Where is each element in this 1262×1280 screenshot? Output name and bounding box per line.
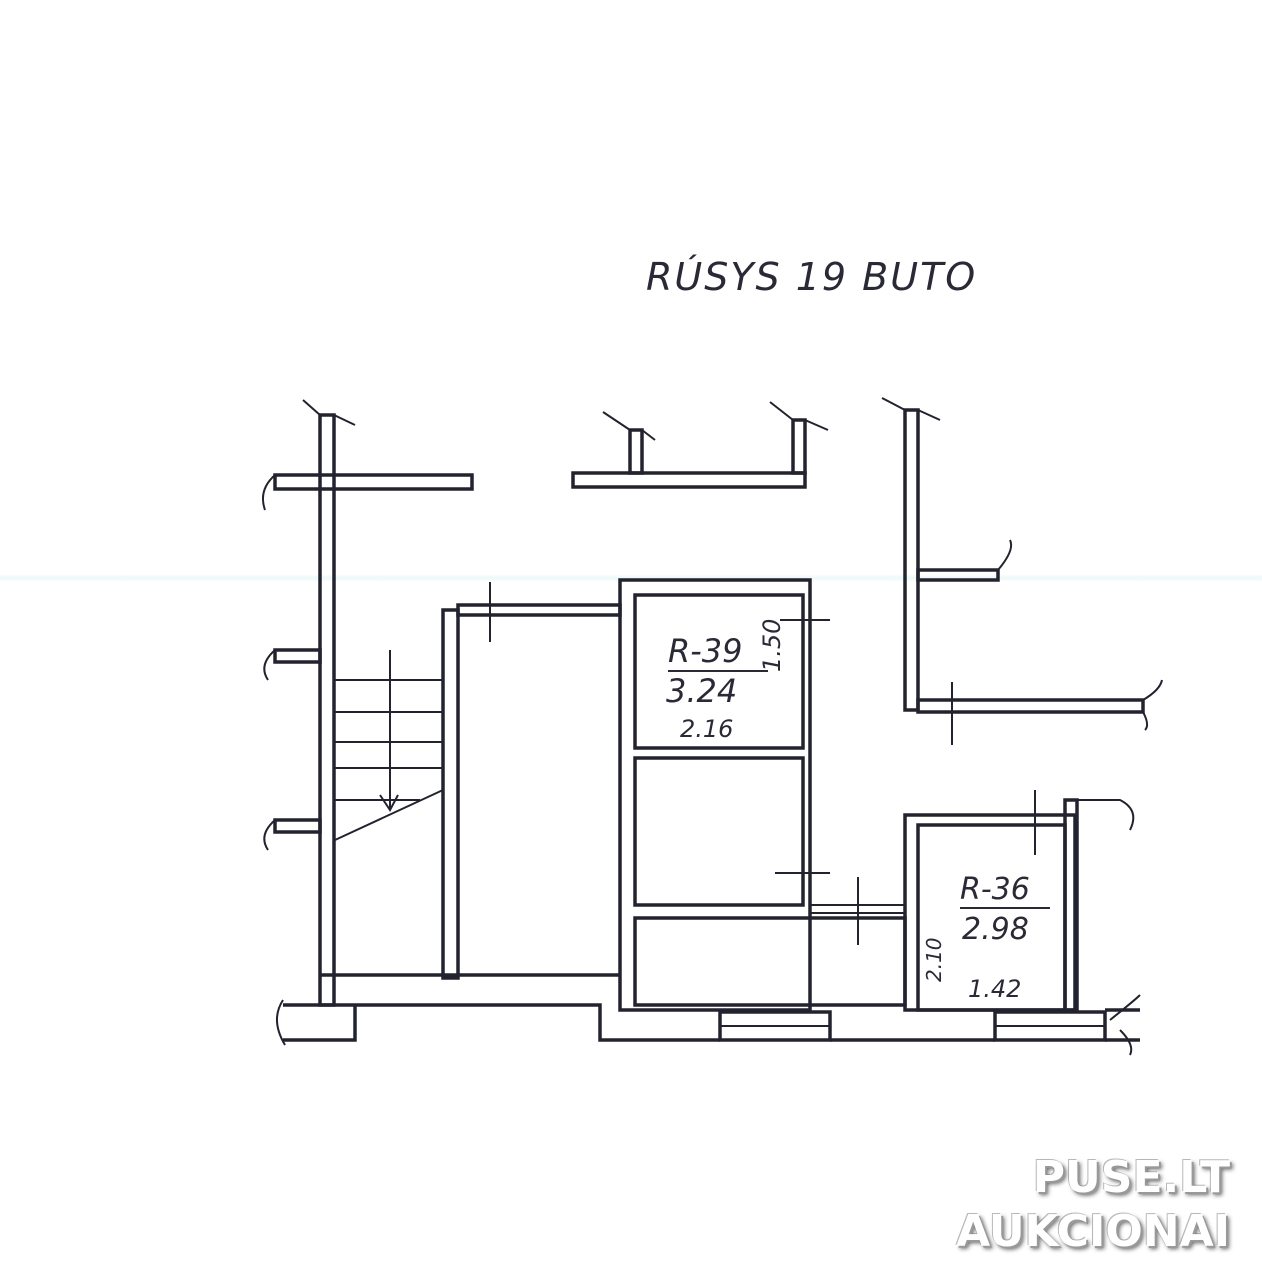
wall	[916, 698, 1145, 714]
watermark-line1: PUSE.LT	[1032, 1152, 1230, 1203]
room-area: 2.98	[962, 912, 1029, 947]
break-mark	[262, 474, 286, 1046]
room-id: R-36	[960, 872, 1050, 909]
room-area: 3.24	[666, 672, 738, 710]
break-mark	[1034, 790, 1141, 1056]
watermark-line2: AUKCIONAI	[956, 1206, 1230, 1257]
room-width: 2.16	[680, 715, 734, 743]
room-storage	[633, 756, 805, 907]
wall	[273, 818, 322, 834]
wall	[618, 578, 812, 1012]
wall	[791, 418, 807, 475]
wall	[273, 648, 322, 664]
wall	[283, 973, 1140, 1042]
wall	[628, 428, 644, 475]
break-mark	[602, 401, 829, 441]
scan-artifact	[0, 574, 1262, 582]
wall	[441, 608, 460, 980]
dimension-tick	[775, 619, 905, 945]
staircase	[334, 650, 444, 841]
wall	[1063, 798, 1079, 1012]
wall	[456, 603, 622, 617]
room-r39	[633, 593, 805, 750]
wall	[318, 413, 336, 1007]
room-length: 2.10	[922, 937, 946, 982]
break-mark	[881, 397, 1163, 731]
break-mark	[302, 399, 356, 426]
room-length: 1.50	[758, 618, 786, 672]
plan-title: RÚSYS 19 BUTO	[646, 255, 978, 299]
wall	[273, 473, 474, 491]
wall	[916, 568, 1000, 582]
room-id: R-39	[668, 632, 768, 672]
wall	[903, 408, 920, 712]
room-corridor	[633, 916, 907, 1007]
wall	[571, 471, 807, 489]
room-width: 1.42	[968, 975, 1022, 1003]
